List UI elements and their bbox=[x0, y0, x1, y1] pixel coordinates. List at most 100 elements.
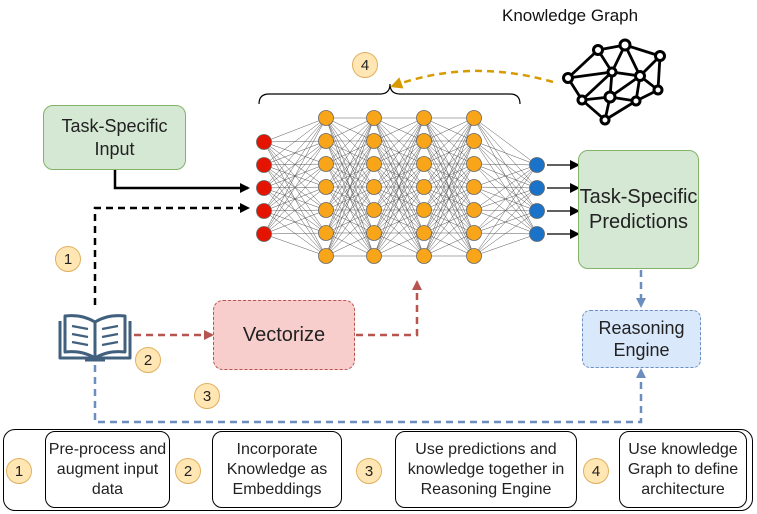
network-edge bbox=[263, 209, 327, 235]
hidden-neuron bbox=[466, 248, 482, 264]
hidden-neuron bbox=[366, 202, 382, 218]
output-arrows bbox=[547, 160, 580, 239]
legend-badge-1: 1 bbox=[6, 458, 32, 484]
network-edge bbox=[373, 163, 425, 257]
hidden-neuron bbox=[466, 133, 482, 149]
network-edge bbox=[473, 164, 538, 257]
network-edge bbox=[325, 163, 375, 257]
network-graph-icon bbox=[562, 38, 666, 126]
network-edge bbox=[473, 140, 538, 166]
network-edge bbox=[473, 164, 538, 188]
network-edge bbox=[263, 186, 327, 235]
hidden-neuron bbox=[318, 225, 334, 241]
hidden-neuron bbox=[366, 248, 382, 264]
network-connections bbox=[263, 117, 538, 257]
hidden-neuron bbox=[416, 225, 432, 241]
step-badge-4: 4 bbox=[352, 52, 378, 78]
network-edge bbox=[373, 117, 425, 234]
legend-badge-3: 3 bbox=[356, 458, 382, 484]
hidden-neuron bbox=[318, 110, 334, 126]
hidden-neuron bbox=[466, 179, 482, 195]
network-edge bbox=[423, 117, 475, 257]
input-neuron bbox=[256, 134, 272, 150]
legend-item-1: Pre-process and augment input data bbox=[45, 431, 170, 508]
network-edge bbox=[423, 117, 475, 142]
network-edge bbox=[373, 186, 425, 257]
legend-badge-4: 4 bbox=[583, 458, 609, 484]
predictions-box: Task-Specific Predictions bbox=[578, 150, 699, 269]
network-edge bbox=[325, 117, 375, 234]
network-edge bbox=[325, 232, 375, 257]
knowledge-graph-label: Knowledge Graph bbox=[502, 6, 639, 25]
architecture-brace bbox=[258, 83, 521, 105]
input-neuron bbox=[256, 203, 272, 219]
network-edge bbox=[473, 117, 538, 166]
network-edge bbox=[263, 117, 327, 235]
hidden-neuron bbox=[466, 202, 482, 218]
network-edge bbox=[423, 140, 475, 257]
vectorize-box: Vectorize bbox=[213, 300, 355, 370]
arrow-input-to-network bbox=[113, 170, 250, 193]
network-edge bbox=[473, 164, 538, 211]
network-edge bbox=[325, 209, 375, 257]
network-edge bbox=[325, 117, 375, 188]
network-edge bbox=[263, 117, 327, 212]
predictions-label: Task-Specific Predictions bbox=[579, 185, 698, 233]
arrow-book-to-network bbox=[93, 203, 250, 305]
network-edge bbox=[423, 117, 475, 211]
network-edge bbox=[423, 117, 475, 165]
network-edge bbox=[325, 117, 375, 211]
legend-text-4: Use knowledge Graph to define architectu… bbox=[627, 440, 739, 498]
network-edge bbox=[473, 164, 538, 234]
input-neuron bbox=[256, 180, 272, 196]
network-edge bbox=[263, 117, 327, 143]
output-neuron bbox=[529, 203, 545, 219]
hidden-neuron bbox=[318, 202, 334, 218]
network-edge bbox=[263, 232, 327, 235]
legend-text-1: Pre-process and augment input data bbox=[48, 440, 167, 498]
network-edge bbox=[325, 140, 375, 257]
input-neuron bbox=[256, 157, 272, 173]
hidden-neuron bbox=[466, 110, 482, 126]
network-edge bbox=[325, 117, 375, 257]
network-edge bbox=[263, 117, 327, 166]
network-edge bbox=[423, 117, 475, 188]
network-edge bbox=[373, 117, 425, 165]
network-edge bbox=[263, 140, 327, 235]
hidden-neuron bbox=[318, 248, 334, 264]
hidden-neuron bbox=[366, 156, 382, 172]
hidden-neuron bbox=[416, 202, 432, 218]
task-input-label: Task-Specific Input bbox=[61, 116, 168, 159]
output-neuron bbox=[529, 226, 545, 242]
network-edge bbox=[263, 163, 327, 235]
network-edge bbox=[373, 209, 425, 257]
network-edge bbox=[423, 186, 475, 257]
network-edge bbox=[473, 163, 538, 166]
network-edge bbox=[473, 210, 538, 257]
hidden-neuron bbox=[416, 179, 432, 195]
vectorize-label: Vectorize bbox=[242, 323, 326, 346]
network-edge bbox=[423, 163, 475, 257]
legend-text-3: Use predictions and knowledge together i… bbox=[407, 440, 565, 498]
network-edge bbox=[373, 140, 425, 257]
hidden-neuron bbox=[366, 225, 382, 241]
hidden-neuron bbox=[416, 156, 432, 172]
arrow-knowledge-to-architecture bbox=[390, 69, 554, 89]
hidden-neuron bbox=[466, 225, 482, 241]
hidden-neuron bbox=[416, 110, 432, 126]
hidden-neuron bbox=[366, 110, 382, 126]
output-neuron bbox=[529, 180, 545, 196]
arrow-vectorize-to-network bbox=[356, 280, 422, 337]
hidden-neuron bbox=[318, 156, 334, 172]
network-edge bbox=[373, 232, 425, 257]
hidden-neuron bbox=[318, 179, 334, 195]
hidden-neuron bbox=[416, 248, 432, 264]
hidden-neuron bbox=[366, 133, 382, 149]
network-edge bbox=[423, 117, 475, 234]
legend-item-3: Use predictions and knowledge together i… bbox=[395, 431, 577, 508]
network-edge bbox=[373, 117, 425, 188]
network-edge bbox=[325, 186, 375, 257]
network-edge bbox=[473, 187, 538, 257]
network-edge bbox=[373, 117, 425, 211]
